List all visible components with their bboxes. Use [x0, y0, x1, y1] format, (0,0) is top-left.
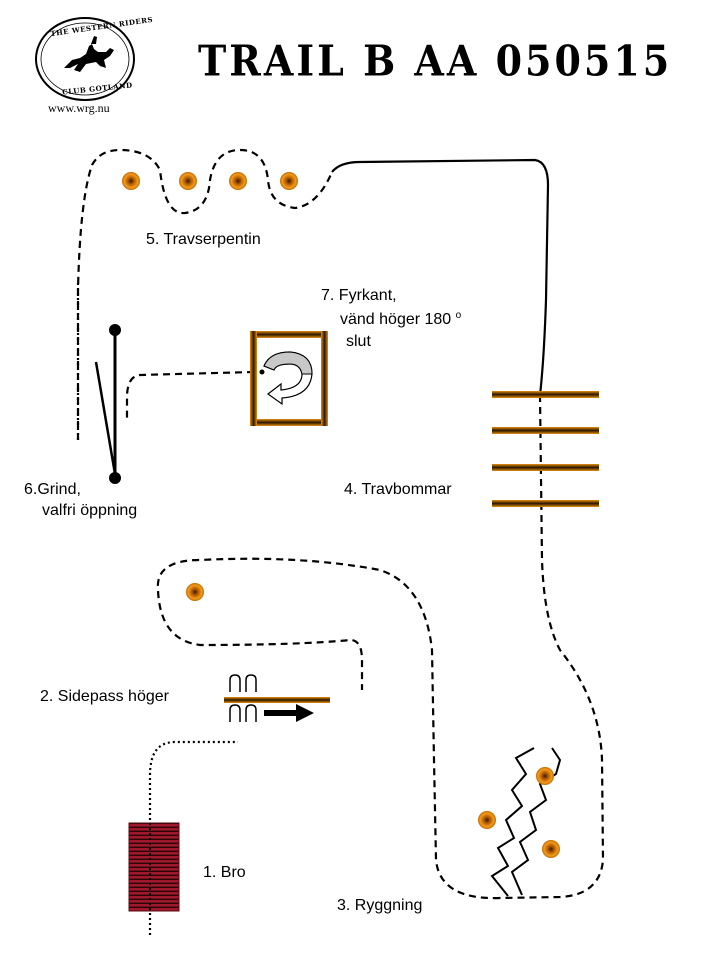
label-sidepass: 2. Sidepass höger — [40, 688, 169, 705]
club-logo — [35, 17, 135, 101]
course-path-ryggning-loop — [156, 557, 501, 900]
travbom-1 — [492, 391, 599, 398]
website-link[interactable]: www.wrg.nu — [48, 101, 110, 115]
travbom-4 — [492, 500, 599, 507]
cone-ryggning-3 — [542, 840, 560, 858]
cone-serpentine-2 — [179, 172, 197, 190]
cone-ryggning-1 — [536, 767, 554, 785]
cone-ryggning-2 — [478, 811, 496, 829]
cone-serpentine-3 — [229, 172, 247, 190]
course-path-dashed — [76, 148, 334, 440]
travbom-2 — [492, 427, 599, 434]
cone-serpentine-4 — [280, 172, 298, 190]
course-path-travbommar-down — [499, 394, 605, 900]
label-grind-line1: 6.Grind, — [24, 481, 81, 498]
label-fyrkant-line3: slut — [346, 333, 371, 350]
page-title: TRAIL B AA 050515 — [198, 35, 673, 86]
course-path-start-dotted — [148, 740, 238, 935]
label-fyrkant-line2: vänd höger 180 o — [340, 310, 462, 329]
label-travserpentin: 5. Travserpentin — [146, 231, 261, 248]
horse-rider-icon — [64, 44, 114, 72]
sidepass-obstacle — [224, 674, 330, 722]
ryggning-zigzag-right — [510, 747, 562, 896]
label-fyrkant-degree: o — [455, 310, 462, 321]
gate — [94, 324, 121, 484]
fyrkant-box — [250, 331, 328, 426]
label-grind-line2: valfri öppning — [42, 502, 138, 519]
label-fyrkant-line1: 7. Fyrkant, — [321, 287, 397, 304]
ryggning-zigzag-left — [490, 747, 535, 897]
bridge — [128, 822, 180, 912]
travbom-3 — [492, 464, 599, 471]
label-travbommar: 4. Travbommar — [344, 481, 452, 498]
label-fyrkant-turn: vänd höger 180 — [340, 311, 452, 328]
cone-sidepass — [186, 583, 204, 601]
label-bro: 1. Bro — [203, 864, 246, 881]
course-path-top-right — [331, 158, 550, 396]
label-ryggning: 3. Ryggning — [337, 897, 423, 914]
cone-serpentine-1 — [122, 172, 140, 190]
course-path-fyrkant-link — [125, 370, 255, 418]
